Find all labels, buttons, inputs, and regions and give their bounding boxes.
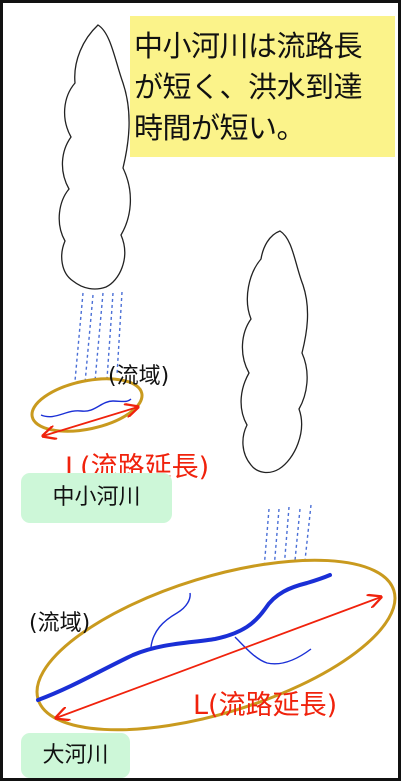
rain-left bbox=[74, 291, 123, 384]
callout-line-2: が短く、洪水到達 bbox=[134, 70, 363, 104]
large-basin-outline bbox=[35, 558, 397, 732]
small-river-tag: 中小河川 bbox=[21, 473, 172, 523]
callout-line-1: 中小河川は流路長 bbox=[134, 29, 363, 63]
large-length-arrow bbox=[56, 597, 381, 718]
large-basin-label: (流域) bbox=[29, 611, 91, 636]
small-length-arrow bbox=[43, 407, 138, 436]
callout-box: 中小河川は流路長 が短く、洪水到達 時間が短い。 bbox=[130, 16, 395, 157]
diagram-art bbox=[30, 24, 397, 732]
cloud-right bbox=[240, 230, 309, 474]
large-river-tag: 大河川 bbox=[21, 733, 130, 778]
callout-line-3: 時間が短い。 bbox=[134, 111, 306, 145]
large-length-label: L(流路延長) bbox=[193, 690, 338, 721]
cloud-left bbox=[58, 24, 132, 290]
small-basin-label: (流域) bbox=[108, 364, 170, 389]
